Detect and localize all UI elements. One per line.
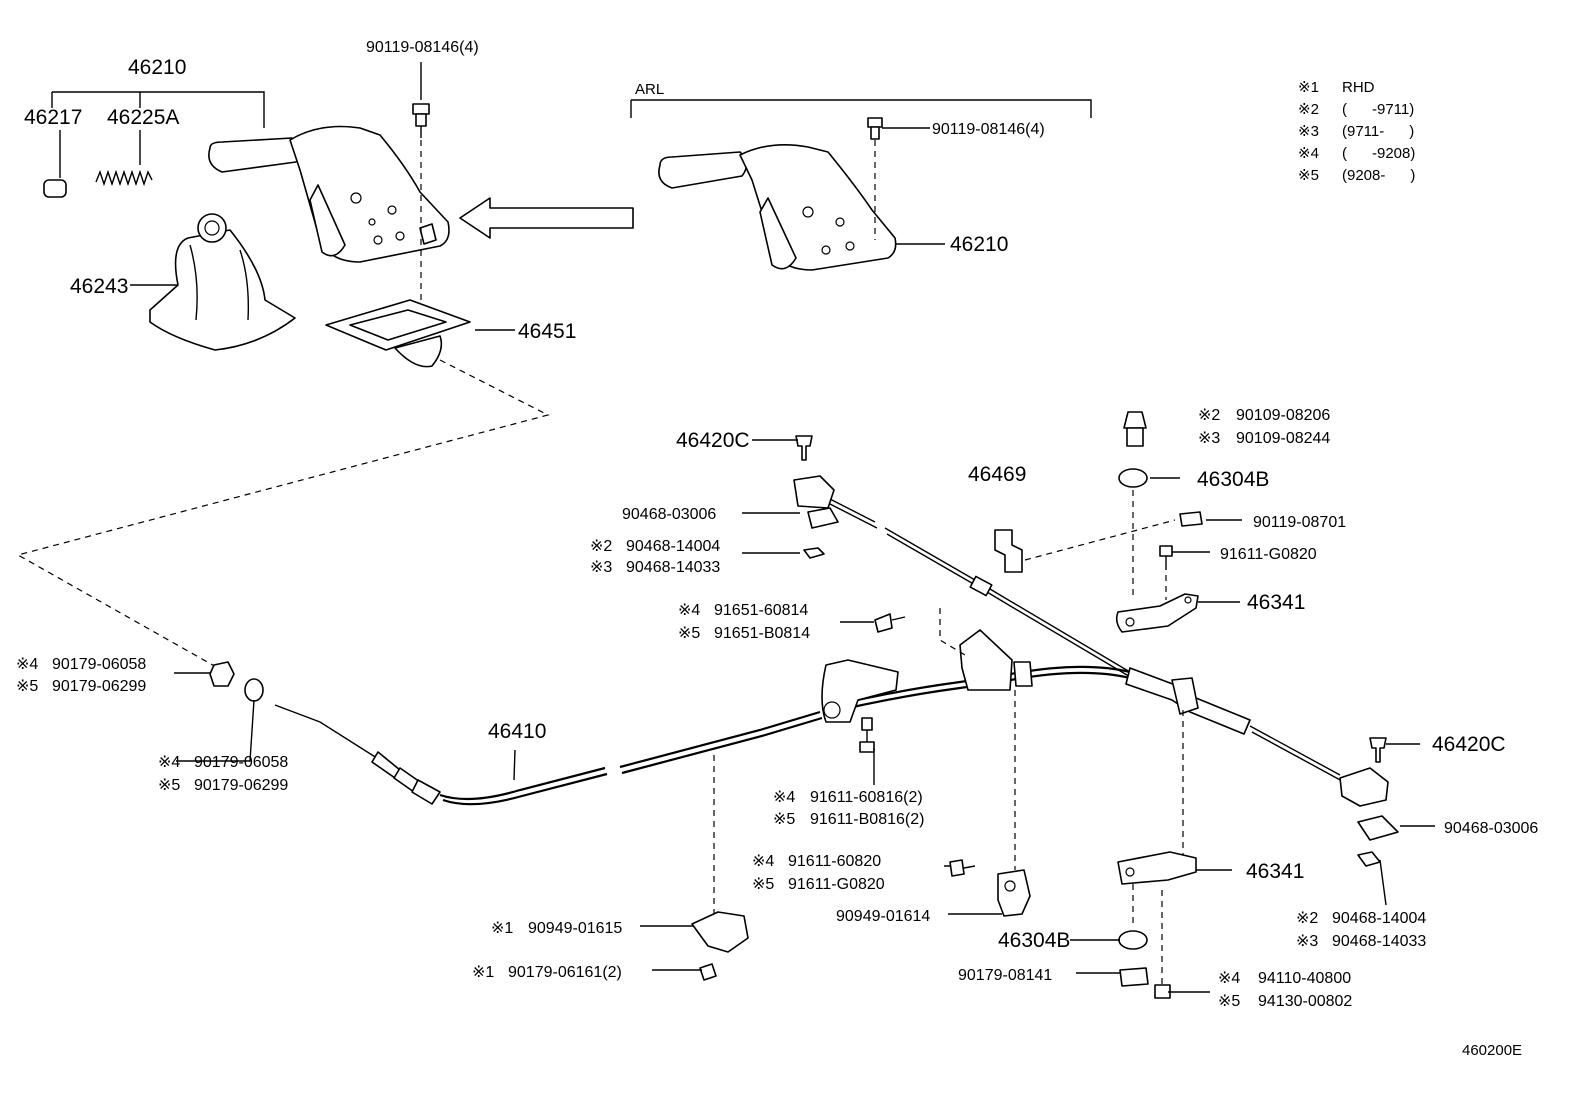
label-90179-08141: 90179-08141 — [958, 967, 1052, 984]
mark-94110-40800: ※4 — [1218, 970, 1240, 987]
label-90468-03006-left: 90468-03006 — [622, 506, 716, 523]
mark-90109-08206: ※2 — [1198, 407, 1220, 424]
legend-text: (9711- ) — [1342, 123, 1414, 140]
label-arl: ARL — [635, 81, 664, 98]
mark-90468-14004-left: ※2 — [590, 538, 612, 555]
label-90109-08244: 90109-08244 — [1236, 430, 1330, 447]
label-90468-14004-left: 90468-14004 — [626, 538, 720, 555]
mark-90179-06161: ※1 — [472, 964, 494, 981]
label-90179-06058-upper: 90179-06058 — [52, 656, 146, 673]
mark-90179-06299-lower: ※5 — [158, 777, 180, 794]
label-94130-00802: 94130-00802 — [1258, 993, 1352, 1010]
label-91651-60814: 91651-60814 — [714, 602, 808, 619]
mark-91651-60814: ※4 — [678, 602, 700, 619]
label-46420C-right: 46420C — [1432, 733, 1506, 756]
legend-text: ( -9711) — [1342, 101, 1414, 118]
label-46469: 46469 — [968, 463, 1026, 486]
legend-text: RHD — [1342, 79, 1375, 96]
label-91611-G0820-lower: 91611-G0820 — [788, 876, 885, 893]
label-46304B-lower: 46304B — [998, 929, 1070, 952]
lever-assembly-main — [16, 62, 634, 669]
label-90949-01614: 90949-01614 — [836, 908, 930, 925]
label-90179-06161: 90179-06161(2) — [508, 964, 622, 981]
mark-90179-06299-upper: ※5 — [16, 678, 38, 695]
label-90179-06299-lower: 90179-06299 — [194, 777, 288, 794]
mark-90109-08244: ※3 — [1198, 430, 1220, 447]
label-90179-06299-upper: 90179-06299 — [52, 678, 146, 695]
label-46225A: 46225A — [107, 106, 179, 129]
figure-id: 460200E — [1462, 1042, 1522, 1059]
label-90109-08206: 90109-08206 — [1236, 407, 1330, 424]
small-parts — [209, 411, 1399, 999]
mark-90949-01615: ※1 — [491, 920, 513, 937]
label-46210-main: 46210 — [128, 56, 186, 79]
label-94110-40800: 94110-40800 — [1258, 970, 1351, 987]
label-46210-arl: 46210 — [950, 233, 1008, 256]
label-bolt-arl: 90119-08146(4) — [932, 121, 1045, 138]
legend-mark: ※1 — [1298, 79, 1319, 96]
mark-91651-B0814: ※5 — [678, 625, 700, 642]
label-90468-03006-right: 90468-03006 — [1444, 820, 1538, 837]
lever-assembly-arl — [630, 99, 1092, 271]
label-46451: 46451 — [518, 320, 576, 343]
label-91611-60816: 91611-60816(2) — [810, 789, 923, 806]
mark-90179-06058-lower: ※4 — [158, 754, 180, 771]
label-90949-01615: 90949-01615 — [528, 920, 622, 937]
label-91651-B0814: 91651-B0814 — [714, 625, 810, 642]
mark-91611-B0816: ※5 — [773, 811, 795, 828]
label-90468-14033-left: 90468-14033 — [626, 559, 720, 576]
label-46341-lower: 46341 — [1246, 860, 1304, 883]
label-90468-14033-right: 90468-14033 — [1332, 933, 1426, 950]
label-90468-14004-right: 90468-14004 — [1332, 910, 1426, 927]
mark-90179-06058-upper: ※4 — [16, 656, 38, 673]
legend-mark: ※2 — [1298, 101, 1319, 118]
label-46304B-top: 46304B — [1197, 468, 1269, 491]
mark-90468-14033-right: ※3 — [1296, 933, 1318, 950]
legend-text: ( -9208) — [1342, 145, 1415, 162]
label-46410: 46410 — [488, 720, 546, 743]
brake-cables — [274, 497, 1343, 806]
mark-91611-60816: ※4 — [773, 789, 795, 806]
label-90119-08701: 90119-08701 — [1253, 514, 1346, 531]
legend-mark: ※4 — [1298, 145, 1319, 162]
bolt-top-icon — [412, 103, 430, 138]
label-46420C-left: 46420C — [676, 429, 750, 452]
mark-91611-60820: ※4 — [752, 853, 774, 870]
label-46217: 46217 — [24, 106, 82, 129]
mark-91611-G0820-lower: ※5 — [752, 876, 774, 893]
legend-text: (9208- ) — [1342, 167, 1415, 184]
leader-lines — [174, 439, 1435, 993]
mark-90468-14004-right: ※2 — [1296, 910, 1318, 927]
mark-94130-00802: ※5 — [1218, 993, 1240, 1010]
label-46243: 46243 — [70, 275, 128, 298]
label-91611-60820: 91611-60820 — [788, 853, 881, 870]
label-bolt-top: 90119-08146(4) — [366, 39, 479, 56]
label-91611-B0816: 91611-B0816(2) — [810, 811, 924, 828]
label-46341-top: 46341 — [1247, 591, 1305, 614]
label-90179-06058-lower: 90179-06058 — [194, 754, 288, 771]
legend-mark: ※3 — [1298, 123, 1319, 140]
mark-90468-14033-left: ※3 — [590, 559, 612, 576]
legend: ※1 RHD ※2 ( -9711) ※3 (9711- ) ※4 ( -920… — [1298, 79, 1415, 184]
part-labels: 46210 46217 46225A 46243 46451 90119-081… — [16, 39, 1538, 1059]
legend-mark: ※5 — [1298, 167, 1319, 184]
label-91611-G0820-top: 91611-G0820 — [1220, 546, 1317, 563]
